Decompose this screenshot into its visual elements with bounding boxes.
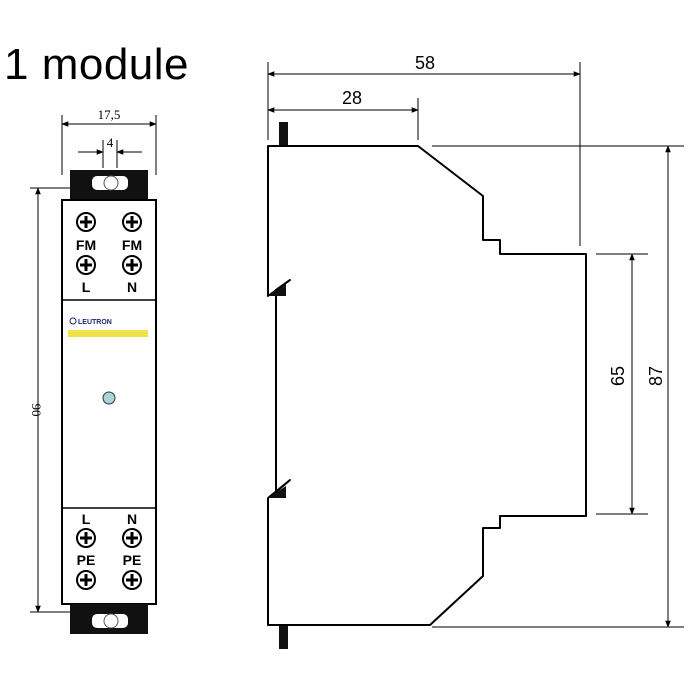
terminal-label-fm-1: FM <box>76 237 96 253</box>
screw-terminal-icon <box>76 570 96 590</box>
din-rail-bottom <box>279 625 288 649</box>
dimension-depth-front-label: 28 <box>342 88 362 108</box>
screw-terminal-icon <box>122 212 142 232</box>
dimension-height-front-label: 90 <box>29 404 44 417</box>
terminal-label-pe-1: PE <box>77 552 96 568</box>
dimension-width: 17,5 <box>61 107 157 175</box>
dimension-height-inner-label: 65 <box>608 366 628 386</box>
bottom-terminal-block: L N PE PE <box>76 511 142 590</box>
terminal-label-n: N <box>127 279 137 295</box>
rail-clip-notch <box>268 284 286 296</box>
dimension-height-inner: 65 <box>596 253 648 515</box>
screw-terminal-icon <box>122 255 142 275</box>
terminal-label-l: L <box>82 279 91 295</box>
dimension-depth-front: 28 <box>267 88 419 140</box>
dimension-height-total-label: 87 <box>646 366 666 386</box>
din-rail-top <box>279 122 288 146</box>
dimension-slot-label: 4 <box>107 135 114 150</box>
rail-clip-notch <box>268 486 286 498</box>
dimension-height-total: 87 <box>432 145 684 628</box>
top-terminal-block: FM FM L N <box>76 212 142 295</box>
terminal-label-l-bottom: L <box>82 511 91 527</box>
front-view: FM FM L N LEUTRON L N <box>29 107 157 634</box>
dimension-width-label: 17,5 <box>98 107 121 122</box>
screw-terminal-icon <box>76 212 96 232</box>
screw-terminal-icon <box>76 255 96 275</box>
screw-terminal-icon <box>122 528 142 548</box>
terminal-label-n-bottom: N <box>127 511 137 527</box>
side-housing-outline <box>267 145 587 626</box>
brand-label: LEUTRON <box>68 317 148 337</box>
status-led-icon <box>102 391 116 405</box>
title: 1 module <box>4 40 190 89</box>
dimension-depth-total-label: 58 <box>415 53 435 73</box>
dimension-height-front: 90 <box>29 187 70 613</box>
dimension-depth-total: 58 <box>267 53 581 246</box>
brand-name: LEUTRON <box>78 319 112 326</box>
screw-terminal-icon <box>122 570 142 590</box>
top-din-clip <box>70 170 148 200</box>
bottom-din-clip <box>70 604 148 634</box>
terminal-label-pe-2: PE <box>123 552 142 568</box>
label-stripe <box>68 330 148 337</box>
screw-terminal-icon <box>76 528 96 548</box>
side-view: 58 28 65 87 <box>267 53 684 649</box>
terminal-label-fm-2: FM <box>122 237 142 253</box>
dimension-slot: 4 <box>78 135 142 168</box>
